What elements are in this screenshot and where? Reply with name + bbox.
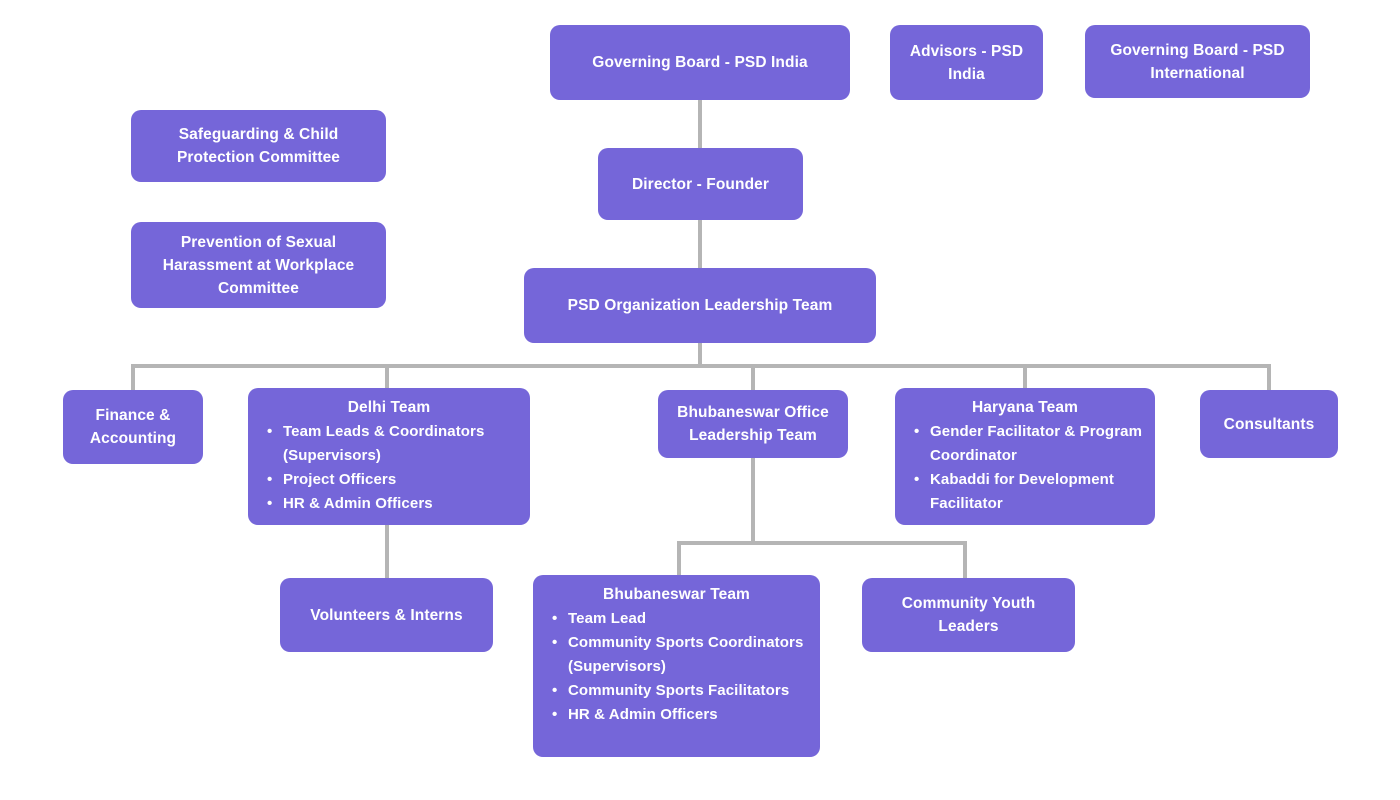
node-title: Safeguarding & Child Protection Committe… [176,126,341,166]
connector-bhubaneswar-office-down [751,458,755,545]
node-bullet-item: Team Leads & Coordinators (Supervisors) [264,420,518,468]
node-bullet-list: Team Leads & Coordinators (Supervisors)P… [260,420,518,516]
node-haryana-team[interactable]: Haryana Team Gender Facilitator & Progra… [895,388,1155,525]
connector-director-to-leadership [698,220,702,268]
connector-drop-bhubaneswar-team [677,541,681,575]
node-delhi-team[interactable]: Delhi Team Team Leads & Coordinators (Su… [248,388,530,525]
connector-drop-consultants [1267,364,1271,390]
node-title: Community Youth Leaders [901,595,1036,635]
node-title: Prevention of Sexual Harassment at Workp… [162,233,355,297]
node-governing-board-psd-india[interactable]: Governing Board - PSD India [550,25,850,100]
node-bhubaneswar-team[interactable]: Bhubaneswar Team Team LeadCommunity Spor… [533,575,820,757]
node-consultants[interactable]: Consultants [1200,390,1338,458]
node-bullet-list: Team LeadCommunity Sports Coordinators (… [545,607,808,727]
node-bullet-item: Team Lead [549,607,808,631]
node-title: PSD Organization Leadership Team [567,297,833,314]
node-title: Bhubaneswar Team [603,586,750,603]
connector-main-bus [131,364,1271,368]
node-title: Consultants [1223,415,1315,433]
node-title: Volunteers & Interns [310,606,463,624]
node-safeguarding-child-protection-committee[interactable]: Safeguarding & Child Protection Committe… [131,110,386,182]
node-bullet-item: Community Sports Coordinators (Superviso… [549,631,808,679]
node-bullet-item: HR & Admin Officers [549,703,808,727]
node-title: Haryana Team [971,399,1079,416]
connector-bhubaneswar-bus [677,541,967,545]
node-posh-committee[interactable]: Prevention of Sexual Harassment at Workp… [131,222,386,308]
node-title: Governing Board - PSD International [1110,41,1285,82]
connector-delhi-to-volunteers [385,525,389,578]
node-psd-organization-leadership-team[interactable]: PSD Organization Leadership Team [524,268,876,343]
connector-governing-to-director [698,100,702,148]
connector-drop-delhi [385,364,389,388]
node-bullet-item: Community Sports Facilitators [549,679,808,703]
node-bhubaneswar-office-leadership-team[interactable]: Bhubaneswar Office Leadership Team [658,390,848,458]
connector-drop-finance [131,364,135,390]
node-title: Delhi Team [347,399,431,416]
node-governing-board-psd-international[interactable]: Governing Board - PSD International [1085,25,1310,98]
node-volunteers-interns[interactable]: Volunteers & Interns [280,578,493,652]
connector-leadership-to-bus [698,343,702,368]
node-title: Bhubaneswar Office Leadership Team [677,404,829,444]
node-bullet-item: Gender Facilitator & Program Coordinator [911,420,1143,468]
node-finance-accounting[interactable]: Finance & Accounting [63,390,203,464]
node-community-youth-leaders[interactable]: Community Youth Leaders [862,578,1075,652]
node-director-founder[interactable]: Director - Founder [598,148,803,220]
node-bullet-item: Kabaddi for Development Facilitator [911,468,1143,516]
node-title: Advisors - PSD India [909,42,1024,83]
connector-drop-bhubaneswar-office [751,364,755,390]
node-title: Finance & Accounting [89,407,177,447]
node-title: Governing Board - PSD India [592,54,808,71]
node-title: Director - Founder [631,175,769,193]
node-bullet-item: HR & Admin Officers [264,492,518,516]
node-advisors-psd-india[interactable]: Advisors - PSD India [890,25,1043,100]
connector-drop-community-youth [963,541,967,578]
connector-drop-haryana [1023,364,1027,388]
node-bullet-list: Gender Facilitator & Program Coordinator… [907,420,1143,516]
node-bullet-item: Project Officers [264,468,518,492]
